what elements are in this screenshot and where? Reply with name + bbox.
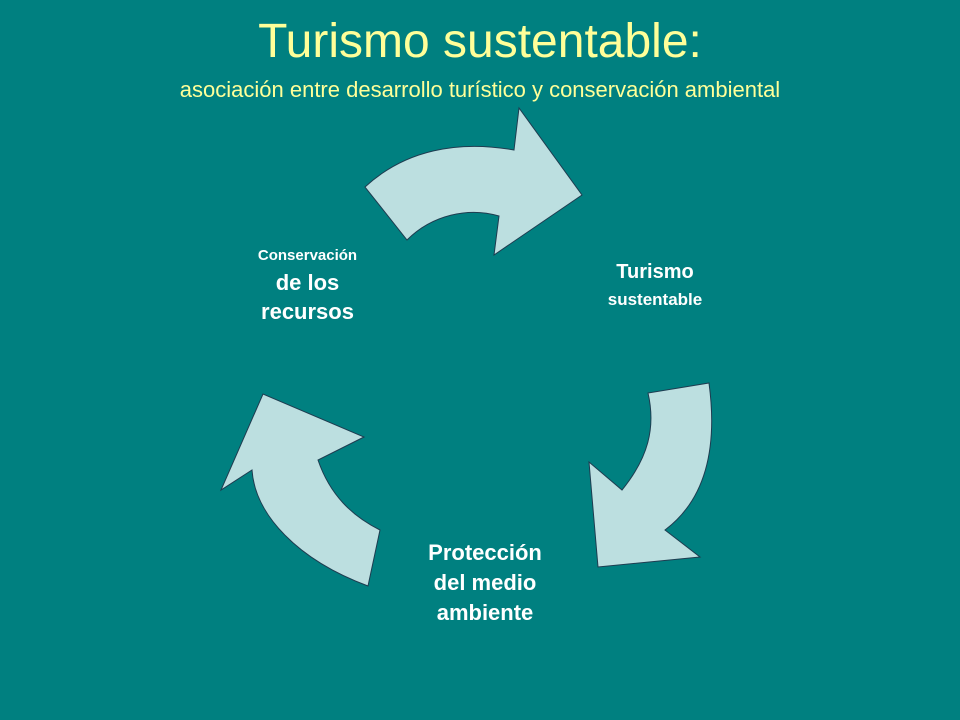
node-label-line: Conservación <box>257 247 358 264</box>
node-label-line: Turismo <box>616 261 694 283</box>
cycle-arrow-top <box>364 106 583 257</box>
node-label-line: recursos <box>261 299 354 324</box>
node-label-line: del medio <box>433 570 537 595</box>
node-conservacion-recursos: Conservación de los recursos <box>205 244 410 326</box>
node-label-line: de los <box>275 270 340 295</box>
slide-subtitle: asociación entre desarrollo turístico y … <box>179 77 781 102</box>
slide-title: Turismo sustentable: <box>258 15 702 68</box>
node-turismo-sustentable: Turismo sustentable <box>560 258 750 314</box>
node-label-line: sustentable <box>607 290 703 309</box>
cycle-arrow-right <box>588 382 713 568</box>
node-proteccion-medio-ambiente: Protección del medio ambiente <box>380 538 590 628</box>
node-label-line: ambiente <box>436 600 534 625</box>
node-label-line: Protección <box>428 540 542 565</box>
cycle-arrow-left <box>219 393 381 587</box>
